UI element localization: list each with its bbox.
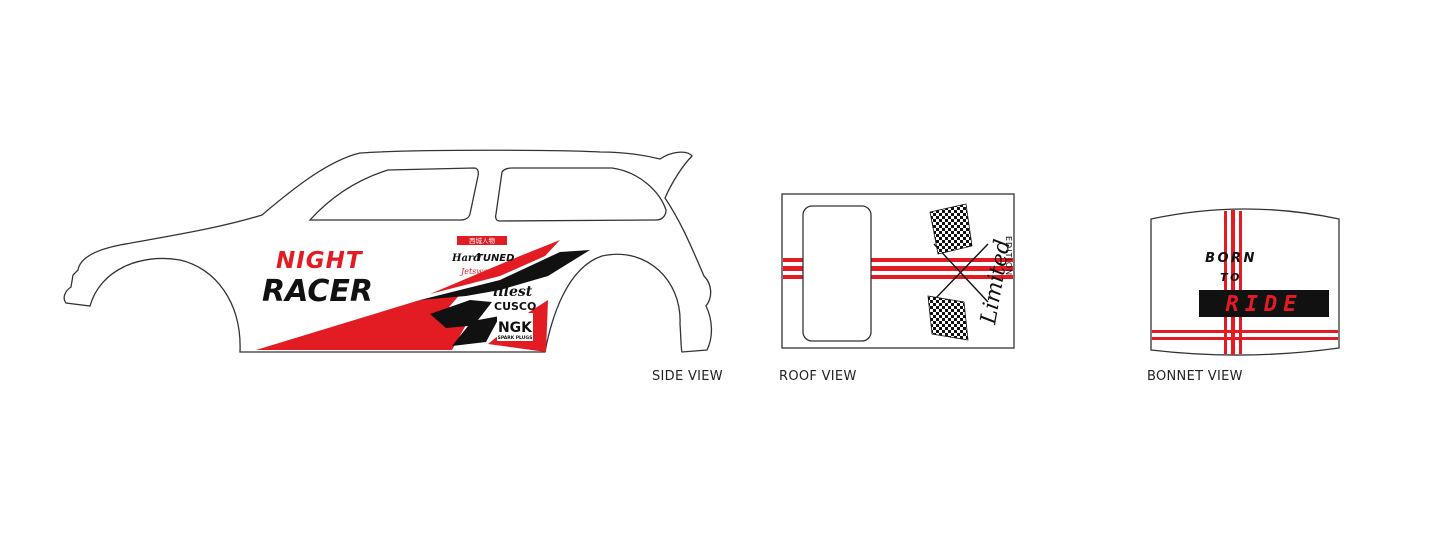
black-swoosh-b bbox=[430, 300, 500, 346]
red-swoosh bbox=[256, 292, 472, 350]
ride-text: RIDE bbox=[1226, 292, 1303, 317]
edition-text: EDITION bbox=[1004, 236, 1013, 276]
roof-view-caption: ROOF VIEW bbox=[779, 369, 857, 384]
to-text: TO bbox=[1220, 271, 1242, 284]
sponsor-ngk-sub: SPARK PLUGS bbox=[498, 335, 533, 341]
sunroof bbox=[802, 205, 872, 342]
bonnet-view-caption: BONNET VIEW bbox=[1147, 369, 1243, 384]
bonnet-hstripe-1 bbox=[1152, 330, 1338, 333]
black-swoosh-a bbox=[420, 250, 590, 300]
born-text: BORN bbox=[1205, 251, 1257, 266]
sponsor-illest: illest bbox=[493, 284, 533, 300]
sponsor-ngk: NGK bbox=[498, 320, 533, 336]
bonnet-view: BORN TO RIDE bbox=[1150, 208, 1340, 356]
sponsor-tuned: TUNED bbox=[476, 253, 514, 264]
sponsor-script: Jetswap bbox=[459, 267, 493, 276]
sponsor-top: 西城人物 bbox=[469, 236, 496, 245]
roof-stripe-3 bbox=[783, 275, 1013, 279]
bonnet-stripe-2 bbox=[1231, 210, 1235, 355]
bonnet-stripe-1 bbox=[1224, 211, 1227, 354]
red-swoosh-upper bbox=[430, 240, 560, 294]
front-window bbox=[308, 167, 480, 221]
ngk-plate bbox=[497, 313, 533, 341]
sponsor-hard: Hard bbox=[451, 253, 480, 264]
racer-title: RACER bbox=[262, 274, 373, 309]
ride-plate bbox=[1199, 290, 1329, 317]
car-body-outline bbox=[63, 149, 713, 353]
flag-pole-b bbox=[933, 243, 989, 301]
sponsor-badge-top bbox=[457, 236, 507, 245]
bonnet-outline bbox=[1150, 208, 1340, 356]
rear-window bbox=[494, 167, 667, 222]
side-view: NIGHT RACER 西城人物 Hard TUNED Jetswap ille… bbox=[63, 149, 713, 353]
checkered-flag-bottom bbox=[927, 295, 969, 341]
bonnet-hstripe-2 bbox=[1152, 337, 1338, 340]
roof-outline bbox=[781, 193, 1015, 349]
bonnet-stripe-3 bbox=[1239, 211, 1242, 354]
night-title: NIGHT bbox=[276, 248, 364, 274]
roof-stripe-1 bbox=[783, 258, 1013, 262]
checkered-flag-top bbox=[929, 203, 973, 255]
sponsor-cusco: CUSCO bbox=[494, 300, 536, 313]
side-view-caption: SIDE VIEW bbox=[652, 369, 723, 384]
roof-view: Limited EDITION bbox=[781, 193, 1016, 349]
roof-stripe-2 bbox=[783, 266, 1013, 271]
